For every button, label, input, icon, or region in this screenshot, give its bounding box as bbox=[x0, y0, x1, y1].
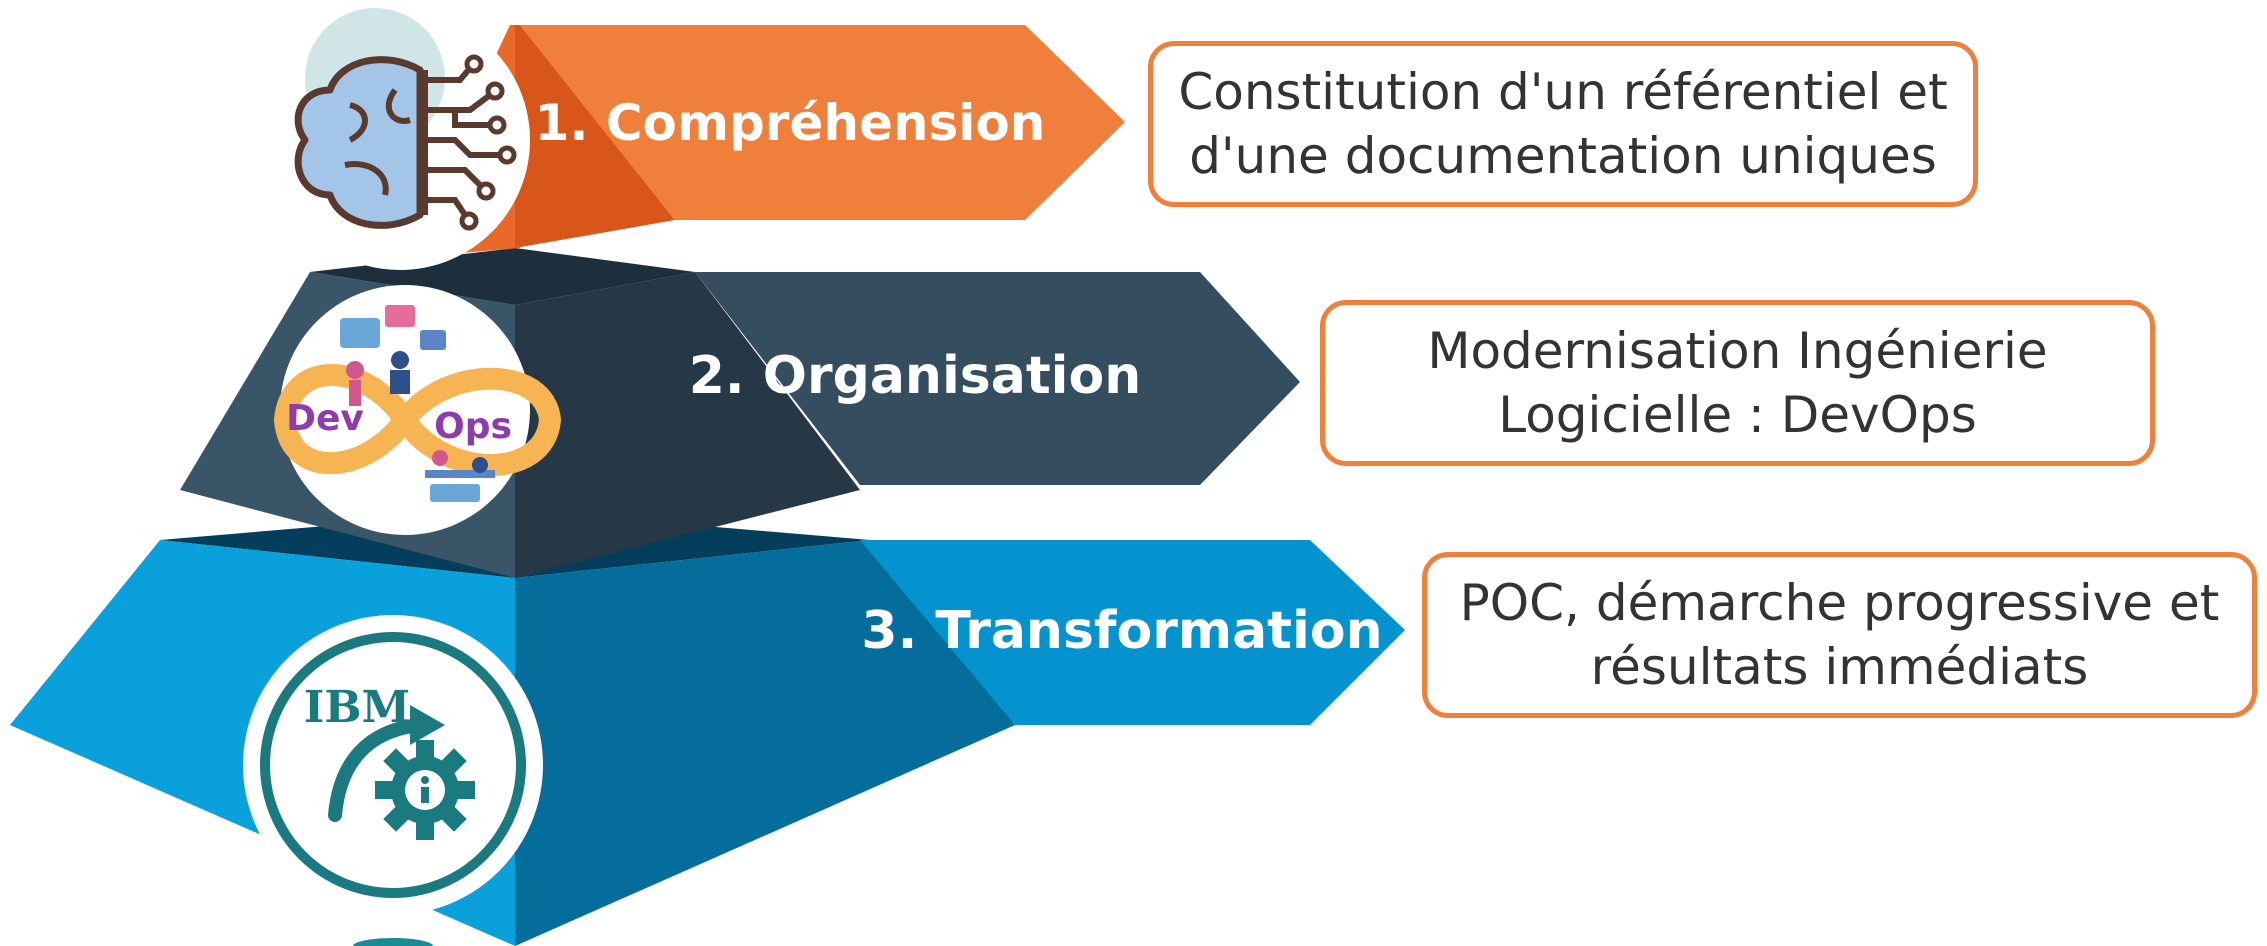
level-3-pyramid: 3. Transformation bbox=[10, 510, 1405, 946]
devops-dev-text: Dev bbox=[286, 398, 364, 439]
description-2-line-2: Logicielle : DevOps bbox=[1498, 386, 1977, 444]
description-1-line-1: Constitution d'un référentiel et bbox=[1178, 63, 1948, 121]
description-2-line-1: Modernisation Ingénierie bbox=[1427, 322, 2048, 380]
description-1-line-2: d'une documentation uniques bbox=[1189, 127, 1937, 185]
level-2-banner bbox=[695, 272, 1300, 485]
ibm-transformation-gear-icon: IBM bbox=[243, 615, 543, 946]
brain-circuit-icon bbox=[270, 8, 530, 270]
devops-ops-text: Ops bbox=[434, 406, 512, 447]
level-3-banner bbox=[860, 540, 1405, 725]
level-3-right-face bbox=[515, 540, 1015, 946]
description-box-1: Constitution d'un référentiel et d'une d… bbox=[1148, 41, 1978, 207]
description-box-3: POC, démarche progressive et résultats i… bbox=[1422, 552, 2257, 718]
level-3-label: 3. Transformation bbox=[861, 601, 1382, 661]
level-1-right-face bbox=[515, 25, 675, 248]
level-2-right-face bbox=[515, 272, 860, 578]
description-box-2: Modernisation Ingénierie Logicielle : De… bbox=[1320, 300, 2155, 466]
devops-infinity-icon: Dev Ops bbox=[274, 285, 561, 535]
description-3-line-1: POC, démarche progressive et bbox=[1459, 574, 2220, 632]
description-3-line-2: résultats immédiats bbox=[1590, 638, 2089, 696]
level-2-label: 2. Organisation bbox=[689, 346, 1142, 406]
level-1-label: 1. Compréhension bbox=[535, 94, 1046, 152]
level-1-banner bbox=[520, 25, 1125, 220]
